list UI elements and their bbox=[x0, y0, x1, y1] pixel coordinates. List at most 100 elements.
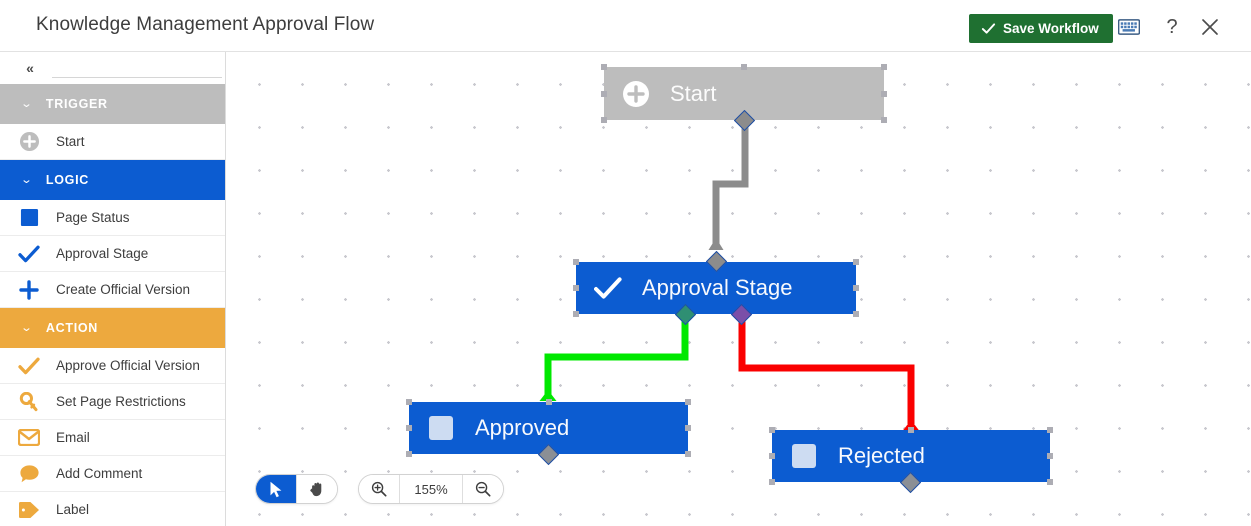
canvas-node-label: Rejected bbox=[838, 443, 925, 468]
canvas-toolbar: 155% bbox=[255, 474, 504, 504]
palette-item-page-status[interactable]: Page Status bbox=[0, 200, 225, 236]
chevron-double-left-icon: « bbox=[26, 60, 34, 76]
resize-handle[interactable] bbox=[545, 399, 552, 405]
palette-item-approval-stage[interactable]: Approval Stage bbox=[0, 236, 225, 272]
resize-handle[interactable] bbox=[685, 425, 691, 431]
palette-search-input[interactable] bbox=[52, 57, 222, 78]
resize-handle[interactable] bbox=[853, 285, 859, 291]
zoom-controls-group: 155% bbox=[358, 474, 504, 504]
keyboard-icon bbox=[1118, 19, 1140, 35]
tag-icon bbox=[18, 499, 40, 521]
resize-handle[interactable] bbox=[881, 117, 887, 123]
resize-handle[interactable] bbox=[853, 311, 859, 317]
palette-item-approve-official-version[interactable]: Approve Official Version bbox=[0, 348, 225, 384]
plus-icon bbox=[18, 279, 40, 301]
resize-handle[interactable] bbox=[573, 285, 579, 291]
comment-icon bbox=[18, 463, 40, 485]
palette-item-email[interactable]: Email bbox=[0, 420, 225, 456]
node-palette-sidebar: « ⌄ TRIGGER Start ⌄ LOGIC Page Status Ap… bbox=[0, 52, 226, 526]
sidebar-collapse-button[interactable]: « bbox=[19, 57, 41, 79]
hand-icon bbox=[309, 481, 326, 497]
sidebar-search-row: « bbox=[0, 52, 225, 84]
zoom-level-display[interactable]: 155% bbox=[414, 481, 448, 497]
resize-handle[interactable] bbox=[1047, 479, 1053, 485]
square-icon bbox=[790, 442, 818, 470]
palette-item-label: Start bbox=[56, 134, 85, 149]
resize-handle[interactable] bbox=[741, 64, 747, 70]
help-button[interactable]: ? bbox=[1156, 12, 1188, 42]
workflow-canvas[interactable]: Start Approval Stage Approved bbox=[227, 52, 1251, 526]
palette-item-set-page-restrictions[interactable]: Set Page Restrictions bbox=[0, 384, 225, 420]
resize-handle[interactable] bbox=[406, 425, 412, 431]
canvas-node-label: Start bbox=[670, 80, 717, 106]
resize-handle[interactable] bbox=[881, 64, 887, 70]
plus-circle-icon bbox=[18, 131, 40, 153]
resize-handle[interactable] bbox=[406, 451, 412, 457]
toolbar-divider bbox=[399, 475, 400, 503]
close-button[interactable] bbox=[1194, 12, 1226, 42]
resize-handle[interactable] bbox=[908, 427, 914, 433]
palette-group-trigger[interactable]: ⌄ TRIGGER bbox=[0, 84, 225, 124]
page-title: Knowledge Management Approval Flow bbox=[36, 14, 375, 35]
palette-item-create-official-version[interactable]: Create Official Version bbox=[0, 272, 225, 308]
palette-item-label: Approval Stage bbox=[56, 246, 149, 261]
toolbar-divider bbox=[296, 475, 297, 503]
palette-item-label: Add Comment bbox=[56, 466, 143, 481]
square-icon bbox=[427, 414, 455, 442]
palette-item-label: Set Page Restrictions bbox=[56, 394, 186, 409]
canvas-node-rejected[interactable]: Rejected bbox=[769, 427, 1053, 494]
check-icon bbox=[594, 274, 622, 302]
canvas-node-approved[interactable]: Approved bbox=[406, 399, 691, 466]
save-workflow-button[interactable]: Save Workflow bbox=[969, 14, 1113, 43]
keyboard-shortcuts-button[interactable] bbox=[1113, 12, 1145, 42]
select-tool-button[interactable] bbox=[256, 475, 296, 503]
palette-item-add-comment[interactable]: Add Comment bbox=[0, 456, 225, 492]
resize-handle[interactable] bbox=[769, 427, 775, 433]
resize-handle[interactable] bbox=[406, 399, 412, 405]
resize-handle[interactable] bbox=[881, 90, 887, 97]
canvas-node-approval-stage[interactable]: Approval Stage bbox=[573, 250, 859, 326]
resize-handle[interactable] bbox=[769, 479, 775, 485]
zoom-in-button[interactable] bbox=[359, 475, 399, 503]
plus-circle-icon bbox=[622, 80, 650, 108]
palette-item-label[interactable]: Label bbox=[0, 492, 225, 526]
edge-approval-to-rejected[interactable] bbox=[738, 314, 920, 431]
square-icon bbox=[18, 207, 40, 229]
help-label: ? bbox=[1166, 15, 1178, 38]
palette-group-label: TRIGGER bbox=[45, 97, 108, 111]
palette-group-label: ACTION bbox=[45, 321, 99, 335]
check-icon bbox=[18, 355, 40, 377]
resize-handle[interactable] bbox=[601, 64, 607, 70]
resize-handle[interactable] bbox=[685, 451, 691, 457]
resize-handle[interactable] bbox=[1047, 427, 1053, 433]
resize-handle[interactable] bbox=[601, 117, 607, 123]
pointer-tool-group bbox=[255, 474, 338, 504]
zoom-out-button[interactable] bbox=[463, 475, 503, 503]
palette-group-logic[interactable]: ⌄ LOGIC bbox=[0, 160, 225, 200]
pan-tool-button[interactable] bbox=[297, 475, 337, 503]
close-icon bbox=[1201, 18, 1219, 36]
workflow-edges-layer bbox=[539, 120, 920, 431]
palette-item-label: Email bbox=[56, 430, 90, 445]
palette-item-label: Page Status bbox=[56, 210, 130, 225]
resize-handle[interactable] bbox=[573, 311, 579, 317]
canvas-node-start[interactable]: Start bbox=[601, 64, 887, 132]
resize-handle[interactable] bbox=[685, 399, 691, 405]
zoom-out-icon bbox=[475, 481, 491, 497]
palette-item-label: Create Official Version bbox=[56, 282, 191, 297]
canvas-node-label: Approved bbox=[475, 415, 570, 440]
toolbar-divider bbox=[462, 475, 463, 503]
edge-start-to-approval[interactable] bbox=[708, 120, 749, 250]
resize-handle[interactable] bbox=[769, 453, 775, 459]
resize-handle[interactable] bbox=[573, 259, 579, 265]
edge-approval-to-approved[interactable] bbox=[539, 314, 689, 401]
palette-item-label: Approve Official Version bbox=[56, 358, 200, 373]
resize-handle[interactable] bbox=[853, 259, 859, 265]
chevron-down-icon: ⌄ bbox=[20, 321, 34, 334]
resize-handle[interactable] bbox=[1047, 453, 1053, 459]
resize-handle[interactable] bbox=[601, 90, 607, 97]
palette-group-action[interactable]: ⌄ ACTION bbox=[0, 308, 225, 348]
key-icon bbox=[18, 391, 40, 413]
palette-item-start[interactable]: Start bbox=[0, 124, 225, 160]
check-icon bbox=[981, 21, 996, 36]
